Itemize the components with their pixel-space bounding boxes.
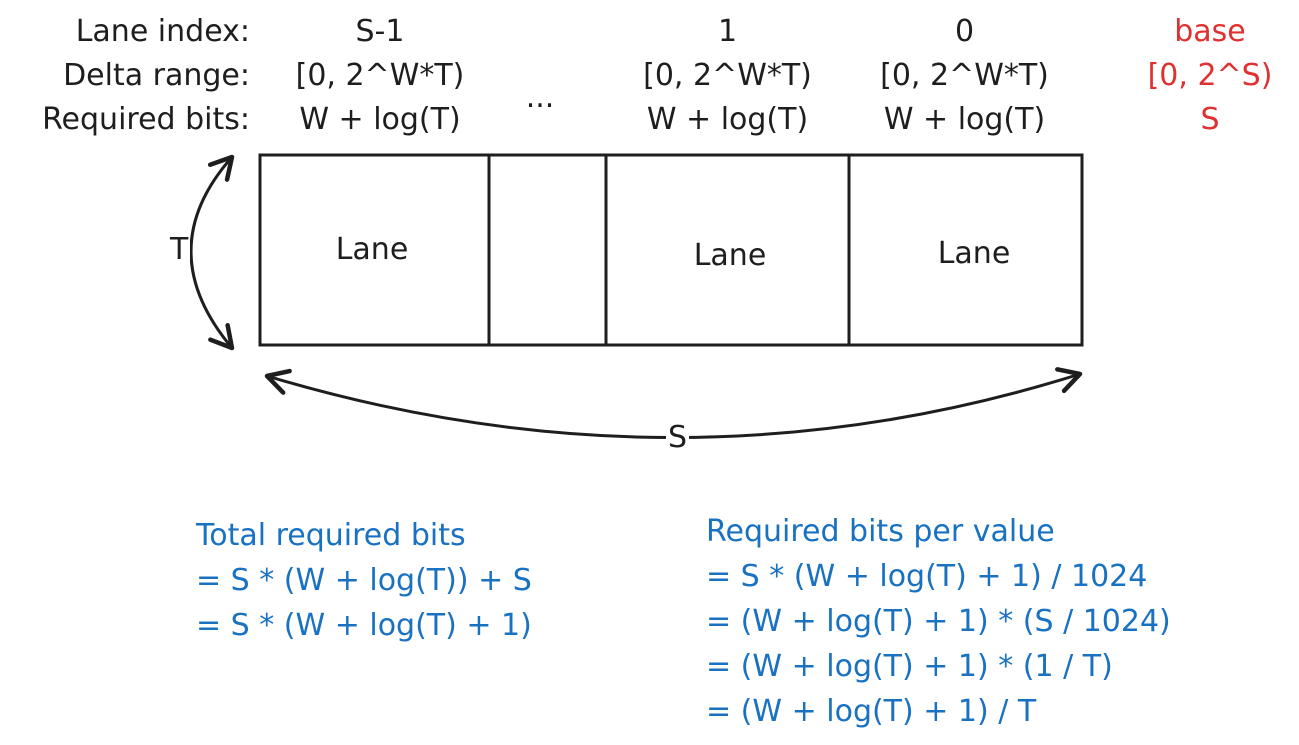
height-label: T: [168, 232, 191, 268]
height-arrow: [189, 154, 235, 351]
delta-range-s-minus-1: [0, 2^W*T): [295, 58, 465, 93]
lane-index-0: 0: [954, 14, 975, 49]
required-bits-row-label: Required bits:: [42, 102, 250, 137]
per-value-bits-line-3: = (W + log(T) + 1) * (1 / T): [706, 649, 1113, 684]
required-bits-1: W + log(T): [646, 102, 809, 137]
per-value-bits-title: Required bits per value: [706, 514, 1055, 549]
delta-range-0: [0, 2^W*T): [880, 58, 1049, 93]
lane-label-1: Lane: [693, 238, 767, 273]
delta-range-1: [0, 2^W*T): [643, 58, 812, 93]
lanes-block: [258, 153, 1084, 347]
ellipsis: ...: [525, 80, 555, 115]
lane-label-s-minus-1: Lane: [335, 232, 409, 267]
delta-range-row-label: Delta range:: [63, 58, 250, 93]
lane-index-row-label: Lane index:: [75, 14, 250, 49]
per-value-bits-line-2: = (W + log(T) + 1) * (S / 1024): [706, 604, 1171, 639]
required-bits-0: W + log(T): [883, 102, 1046, 137]
base-delta-range: [0, 2^S): [1147, 58, 1273, 93]
total-bits-title: Total required bits: [196, 518, 466, 553]
base-lane-index: base: [1174, 14, 1246, 49]
per-value-bits-line-4: = (W + log(T) + 1) / T: [706, 694, 1037, 729]
required-bits-s-minus-1: W + log(T): [299, 102, 461, 137]
base-required-bits: S: [1200, 102, 1220, 137]
per-value-bits-line-1: = S * (W + log(T) + 1) / 1024: [706, 559, 1148, 594]
lane-index-s-minus-1: S-1: [355, 14, 405, 49]
lane-label-0: Lane: [937, 236, 1011, 271]
total-bits-line-2: = S * (W + log(T) + 1): [196, 608, 532, 643]
width-label: S: [666, 420, 690, 456]
lane-index-1: 1: [717, 14, 738, 49]
total-bits-line-1: = S * (W + log(T)) + S: [196, 563, 532, 598]
